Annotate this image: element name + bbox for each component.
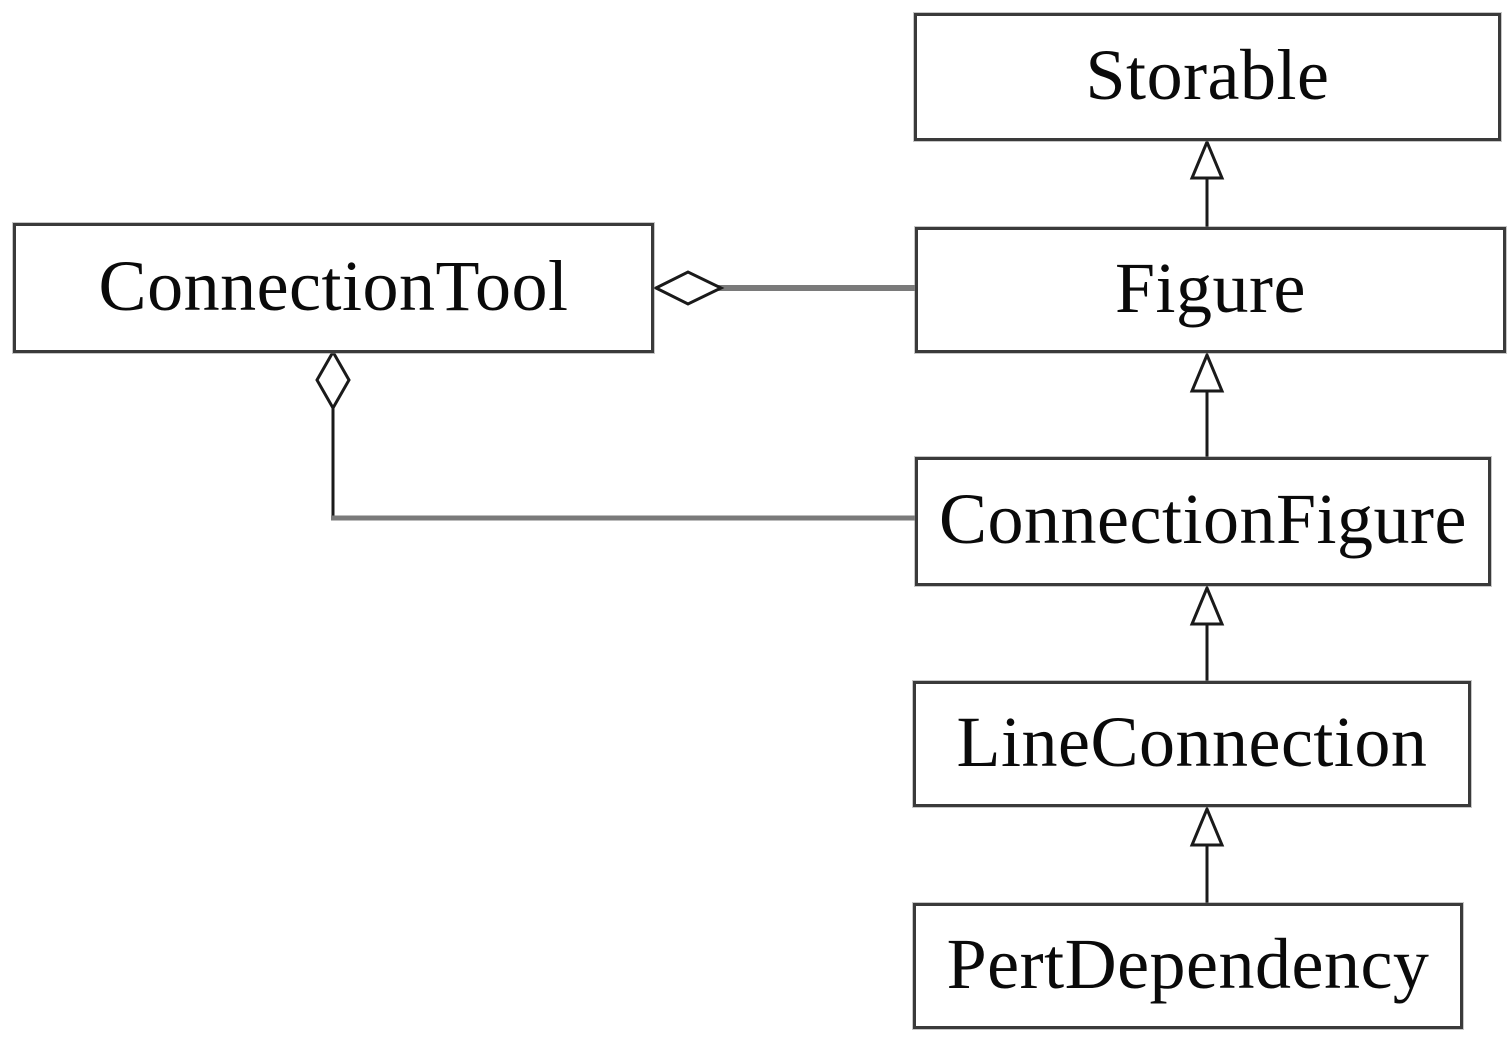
class-name-pertdependency: PertDependency [946, 923, 1430, 1004]
class-box-lineconnection: LineConnection [913, 681, 1471, 807]
class-box-pertdependency: PertDependency [913, 903, 1463, 1029]
class-box-storable: Storable [914, 13, 1501, 141]
aggregation-diamond-connectiontool-connectionfigure [315, 348, 351, 412]
class-name-storable: Storable [1085, 34, 1330, 115]
class-name-connectiontool: ConnectionTool [98, 245, 569, 326]
class-box-connectiontool: ConnectionTool [13, 223, 654, 353]
class-name-figure: Figure [1115, 247, 1306, 328]
aggregation-diamond-connectiontool-figure [652, 270, 725, 306]
class-name-lineconnection: LineConnection [956, 701, 1428, 782]
class-box-connectionfigure: ConnectionFigure [915, 457, 1491, 586]
class-box-figure: Figure [915, 227, 1506, 353]
inheritance-triangle-lineconnection-to-connectionfigure [1189, 584, 1225, 626]
inheritance-triangle-connectionfigure-to-figure [1189, 351, 1225, 393]
class-name-connectionfigure: ConnectionFigure [939, 479, 1467, 559]
inheritance-triangle-figure-to-storable [1189, 138, 1225, 180]
inheritance-triangle-pertdependency-to-lineconnection [1189, 805, 1225, 847]
